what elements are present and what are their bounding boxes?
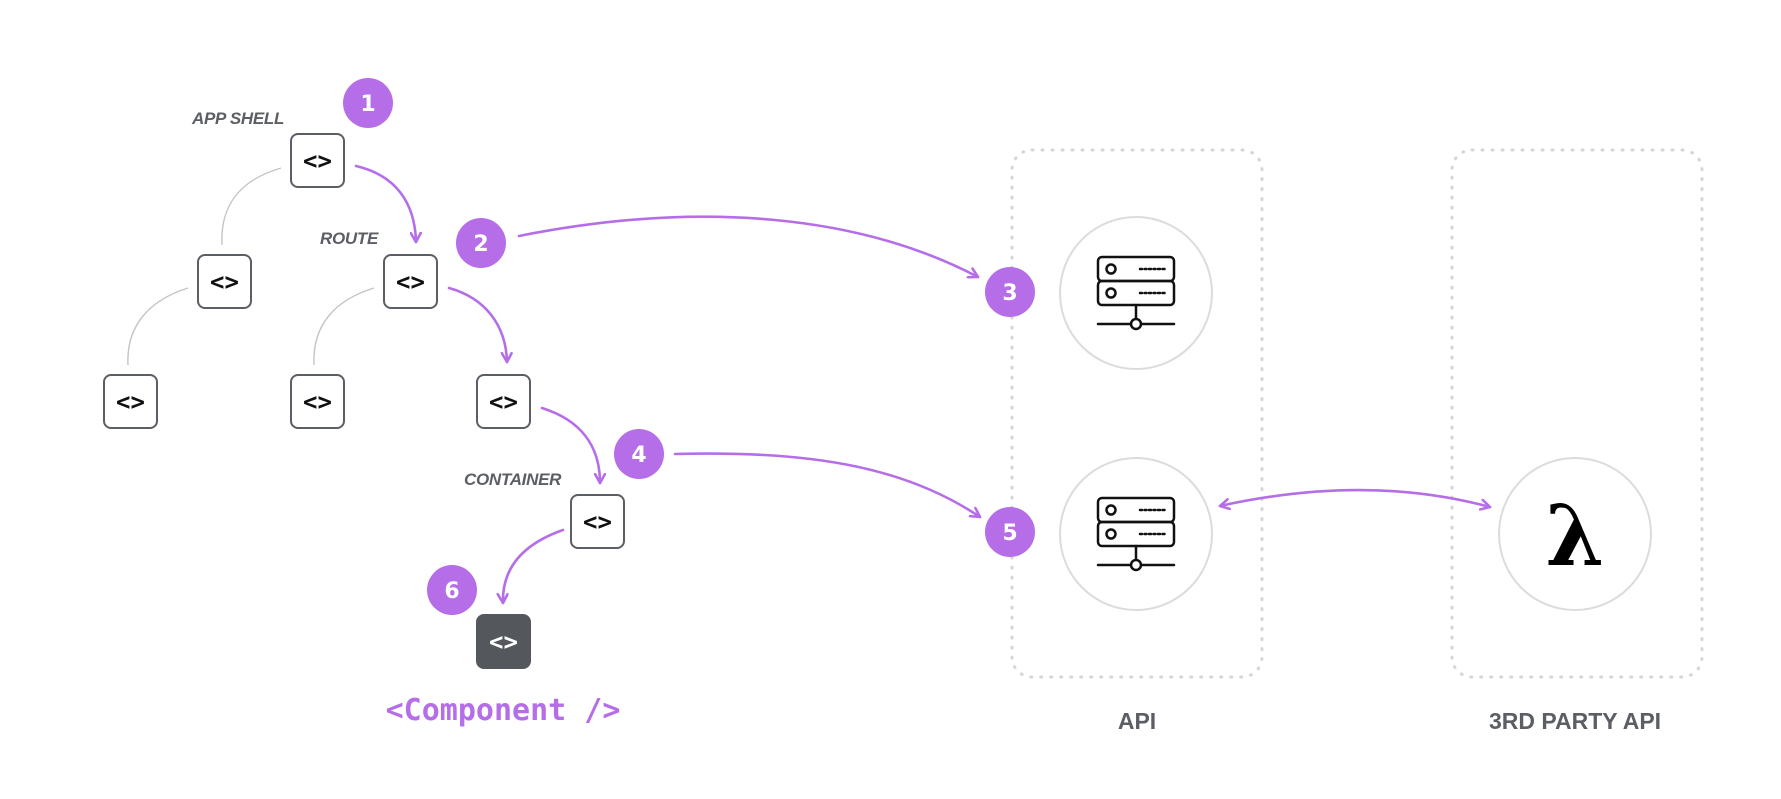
step-badge-2: 2 [456, 218, 506, 268]
step-badge-4: 4 [614, 429, 664, 479]
arrow-route-to-api [517, 215, 980, 277]
code-icon: <> [583, 508, 612, 536]
api-server-2 [1059, 457, 1213, 611]
tree-link [313, 287, 375, 366]
arrow-route-to-child [447, 286, 507, 364]
code-icon: <> [116, 388, 145, 416]
third-party-label: 3RD PARTY API [1489, 708, 1661, 734]
step-badge-1: 1 [343, 78, 393, 128]
third-party-function: λ [1498, 457, 1652, 611]
arrow-child-to-container [540, 406, 600, 485]
tree-node-route: <> [383, 254, 438, 309]
tree-node-route-child: <> [476, 374, 531, 429]
step-number: 2 [473, 232, 488, 257]
server-icon [1096, 255, 1176, 331]
code-icon: <> [489, 388, 518, 416]
step-number: 4 [631, 443, 646, 468]
tree-node-app-shell: <> [290, 133, 345, 188]
arrow-shell-to-route [354, 164, 416, 244]
code-icon: <> [396, 268, 425, 296]
step-badge-5: 5 [985, 507, 1035, 557]
flow-arrows [354, 164, 1492, 605]
step-number: 5 [1002, 521, 1017, 546]
api-label: API [1118, 708, 1156, 734]
tree-node-left: <> [197, 254, 252, 309]
server-icon [1096, 496, 1176, 572]
lambda-icon: λ [1546, 486, 1605, 585]
step-number: 6 [444, 579, 459, 604]
arrow-container-to-api [673, 452, 982, 519]
code-icon: <> [303, 388, 332, 416]
step-number: 3 [1002, 281, 1017, 306]
tree-node-left-leaf: <> [103, 374, 158, 429]
tree-node-route-leaf: <> [290, 374, 345, 429]
tree-link [127, 287, 189, 366]
code-icon: <> [303, 147, 332, 175]
step-badge-6: 6 [427, 565, 477, 615]
tree-node-component: <> [476, 614, 531, 669]
route-label: ROUTE [320, 229, 379, 248]
tree-links [127, 167, 375, 366]
container-label: CONTAINER [464, 470, 562, 489]
api-server-1 [1059, 216, 1213, 370]
component-label: <Component /> [386, 693, 621, 728]
arrow-api-to-third-party [1218, 488, 1492, 507]
tree-link [221, 167, 282, 246]
step-badge-3: 3 [985, 267, 1035, 317]
step-number: 1 [360, 92, 375, 117]
tree-node-container: <> [570, 494, 625, 549]
arrow-container-to-component [503, 528, 565, 605]
code-icon: <> [489, 628, 518, 656]
code-icon: <> [210, 268, 239, 296]
app-shell-label: APP SHELL [191, 109, 284, 128]
